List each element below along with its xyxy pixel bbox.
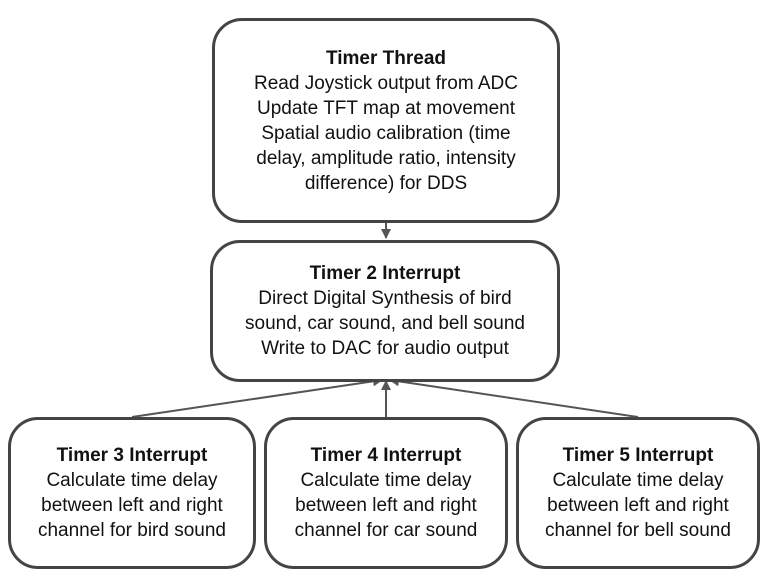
node-text-line: sound, car sound, and bell sound (245, 313, 525, 334)
node-text-line: Direct Digital Synthesis of bird (258, 288, 512, 309)
node-title: Timer 3 Interrupt (56, 445, 208, 466)
node-title: Timer 4 Interrupt (310, 445, 462, 466)
node-text-line: channel for car sound (294, 520, 478, 541)
node-text-line: channel for bell sound (545, 520, 731, 541)
timer5-interrupt-node: Timer 5 Interrupt Calculate time delay b… (516, 417, 760, 569)
node-text-line: Spatial audio calibration (time (261, 122, 511, 144)
node-title: Timer 5 Interrupt (562, 445, 714, 466)
node-text-line: Update TFT map at movement (256, 97, 516, 119)
node-text-line: Calculate time delay (300, 470, 472, 491)
node-text-line: Read Joystick output from ADC (254, 72, 518, 94)
node-title: Timer 2 Interrupt (309, 263, 461, 284)
timer3-interrupt-node: Timer 3 Interrupt Calculate time delay b… (8, 417, 256, 569)
node-text-line: Calculate time delay (552, 470, 724, 491)
node-text-line: Calculate time delay (46, 470, 218, 491)
edge-timer5-to-timer2 (389, 376, 639, 418)
edge-timer3-to-timer2 (131, 376, 383, 418)
node-text-line: between left and right (41, 495, 223, 516)
timer-thread-node: Timer Thread Read Joystick output from A… (212, 18, 560, 223)
timer2-interrupt-node: Timer 2 Interrupt Direct Digital Synthes… (210, 240, 560, 382)
node-text-line: Write to DAC for audio output (261, 338, 509, 359)
node-text-line: channel for bird sound (37, 520, 226, 541)
node-text-line: difference) for DDS (304, 172, 468, 194)
node-text-line: between left and right (295, 495, 477, 516)
node-text-line: between left and right (547, 495, 729, 516)
node-text-line: delay, amplitude ratio, intensity (256, 147, 516, 169)
node-title: Timer Thread (325, 47, 447, 69)
timer4-interrupt-node: Timer 4 Interrupt Calculate time delay b… (264, 417, 508, 569)
